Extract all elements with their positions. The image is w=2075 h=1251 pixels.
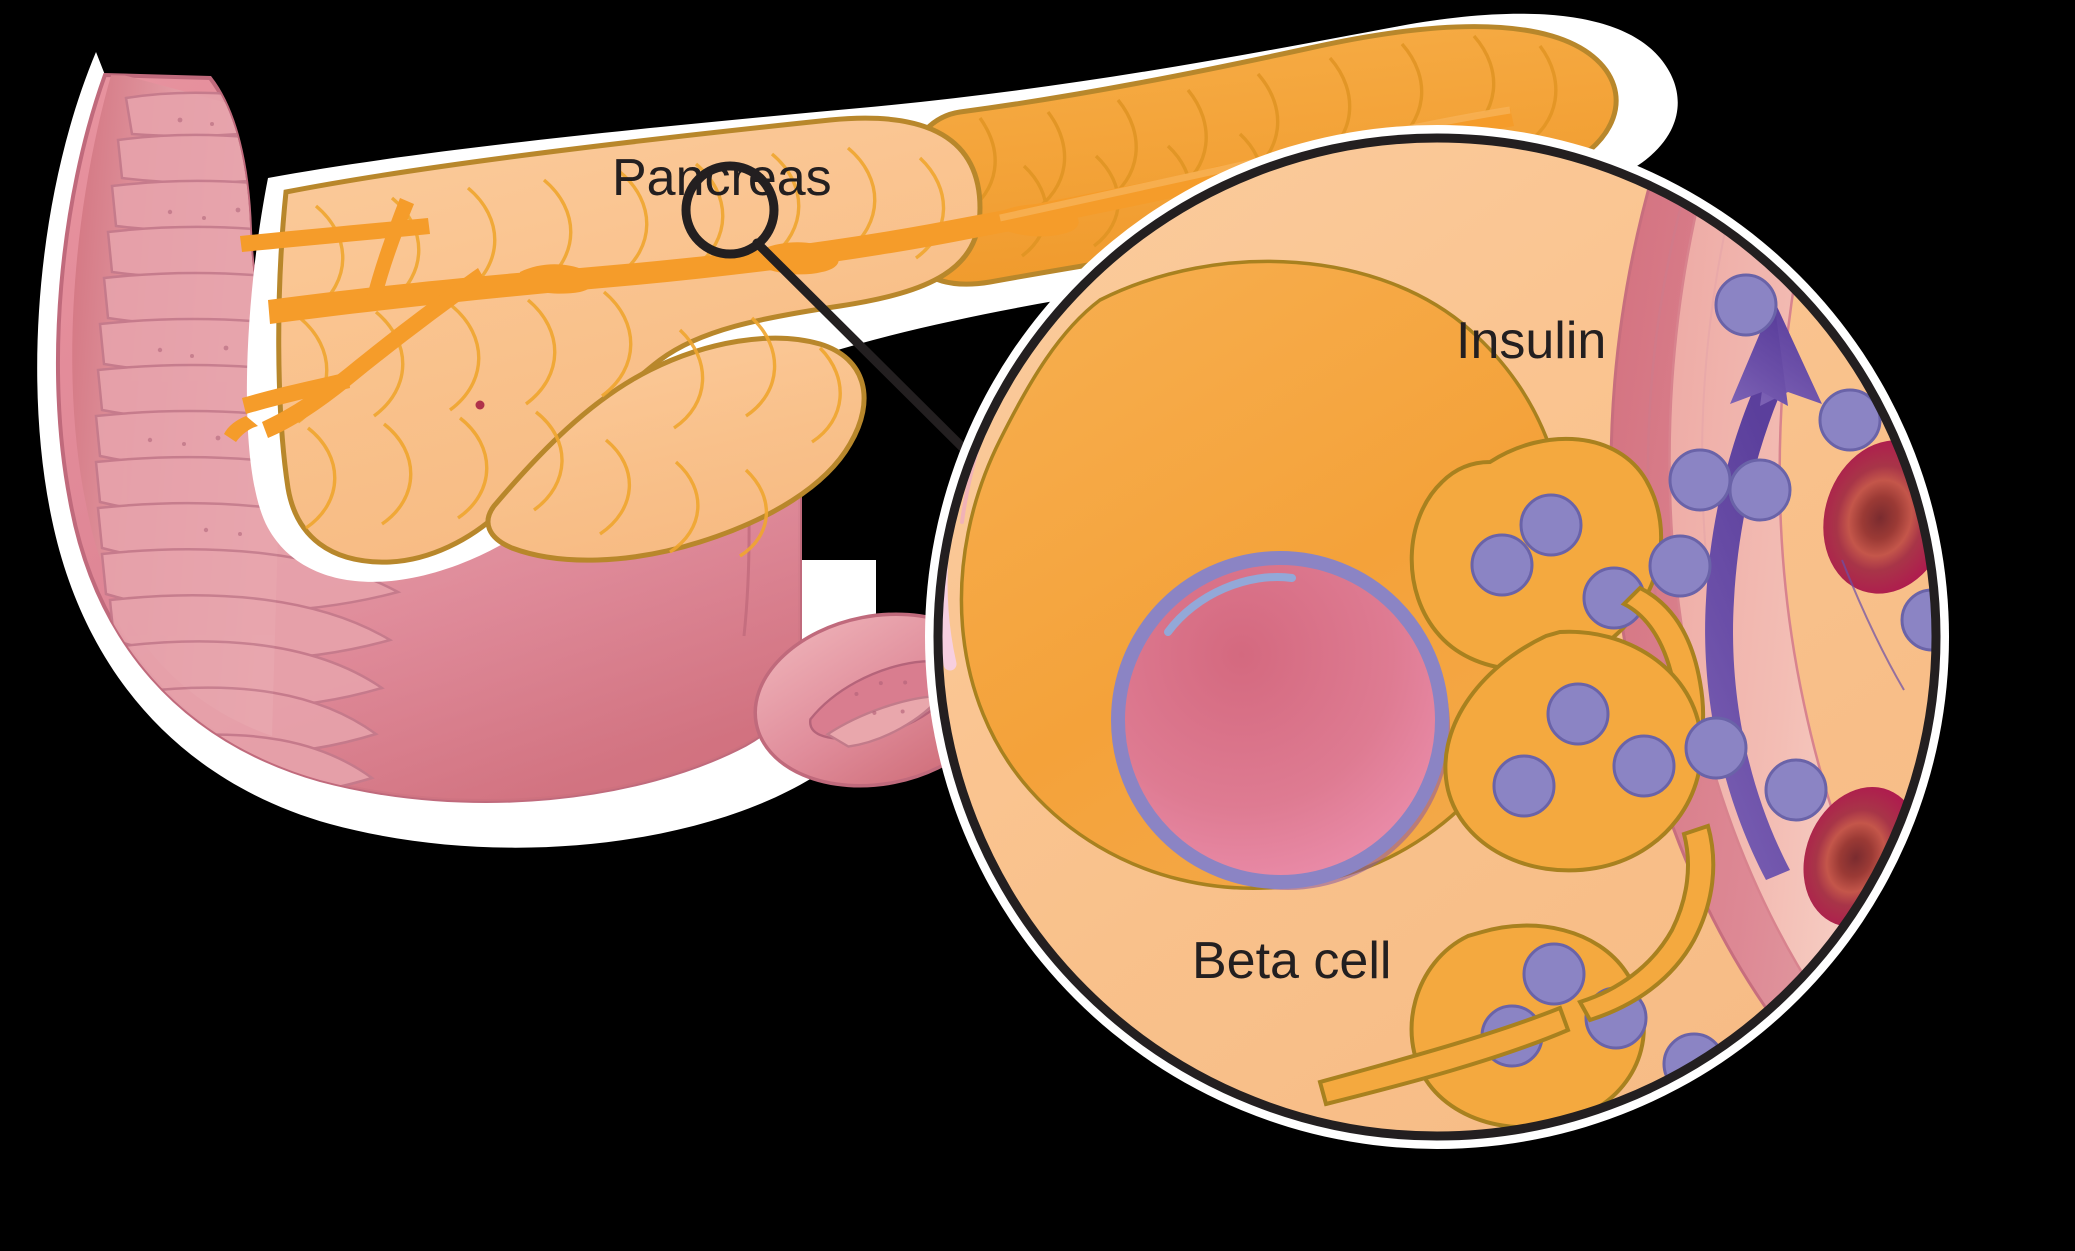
insulin-granule [1546,682,1610,746]
capillary-flow-line [1841,559,1905,691]
vesicle-channel [1577,823,1716,1023]
insulin-granule [1764,758,1828,822]
insulin-granule [1818,388,1882,452]
membrane-fold [1317,1005,1571,1107]
secretory-vesicle [1409,436,1664,672]
insulin-granule [1470,533,1534,597]
insulin-granule [1684,716,1748,780]
magnifier-marker-circle [681,161,779,259]
beta-cell-label: Beta cell [1192,932,1391,990]
insulin-granule [1648,534,1712,598]
beta-cell-inset [925,125,1949,1149]
duct-tip-marker [475,400,485,410]
insulin-granule [1714,273,1778,337]
insulin-granule [1522,942,1586,1006]
insulin-granule [1612,734,1676,798]
insulin-granule [1519,493,1583,557]
nucleus-highlight [1164,573,1296,636]
insulin-granule [1668,448,1732,512]
insulin-granule [1728,458,1792,522]
insulin-granule [1492,754,1556,818]
beta-cell-nucleus [1111,551,1450,890]
insulin-label: Insulin [1456,312,1606,370]
pancreas-head-lobe [485,335,867,563]
inset-border-ring [933,133,1941,1141]
pancreas-label: Pancreas [612,149,832,207]
secretory-vesicle [1443,629,1704,873]
